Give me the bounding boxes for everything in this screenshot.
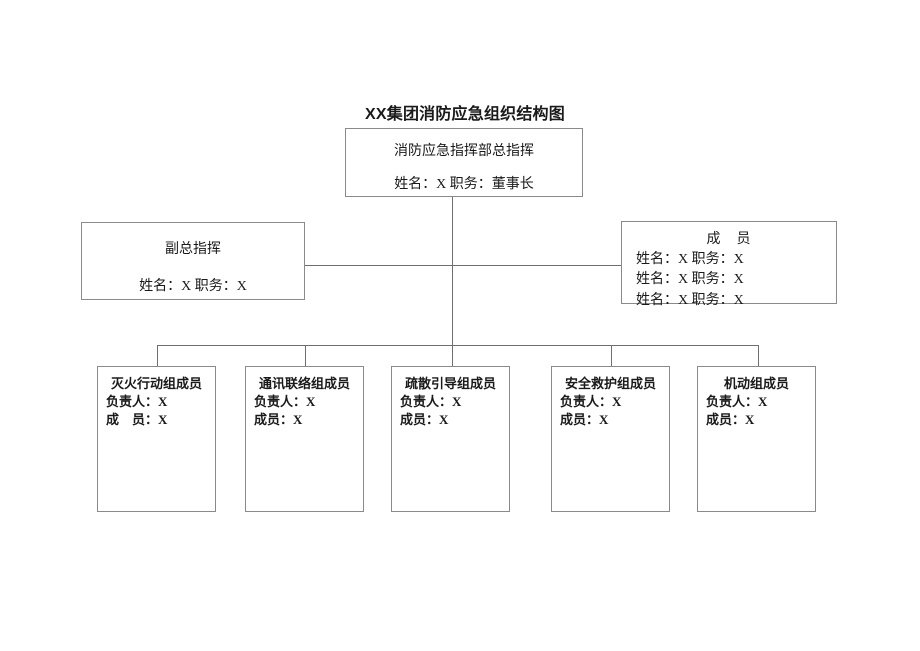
node-team-member: 成员：X [400,411,449,427]
node-team-member: 成员：X [560,411,609,427]
node-team-leader: 负责人：X [560,394,622,409]
node-team-member: 成员：X [706,411,755,427]
node-team-firefighting[interactable]: 灭火行动组成员 负责人：X 成 员：X [97,366,216,512]
node-team-title: 疏散引导组成员 [404,376,496,391]
node-team-leader: 负责人：X [706,394,768,409]
node-commander[interactable]: 消防应急指挥部总指挥 姓名：X 职务：董事长 [345,128,583,197]
page-title: XX集团消防应急组织结构图 [365,106,565,123]
node-team-title: 机动组成员 [723,376,789,391]
node-deputy-detail: 姓名：X 职务：X [139,279,247,294]
node-team-communication[interactable]: 通讯联络组成员 负责人：X 成员：X [245,366,364,512]
connector-deputy-members-horizontal [305,265,621,266]
node-team-title: 通讯联络组成员 [258,376,350,391]
node-team-safety-rescue[interactable]: 安全救护组成员 负责人：X 成员：X [551,366,670,512]
connector-drop-team-4 [611,345,612,366]
node-team-member: 成员：X [254,411,303,427]
node-team-title: 灭火行动组成员 [110,376,202,391]
node-team-member: 成 员：X [106,411,168,427]
node-members-row: 姓名：X 职务：X [636,252,744,267]
node-members-row: 姓名：X 职务：X [636,292,744,308]
node-commander-detail: 姓名：X 职务：董事长 [394,177,534,192]
connector-drop-team-1 [157,345,158,366]
node-commander-title: 消防应急指挥部总指挥 [394,144,534,159]
node-team-leader: 负责人：X [400,394,462,409]
node-deputy-title: 副总指挥 [165,242,221,257]
connector-drop-team-5 [758,345,759,366]
node-team-title: 安全救护组成员 [564,376,656,391]
node-team-leader: 负责人：X [106,394,168,409]
node-members-row: 姓名：X 职务：X [636,272,744,288]
node-team-leader: 负责人：X [254,394,316,409]
connector-trunk-vertical [452,197,453,345]
node-deputy-commander[interactable]: 副总指挥 姓名：X 职务：X [81,222,305,300]
node-members[interactable]: 成 员 姓名：X 职务：X 姓名：X 职务：X 姓名：X 职务：X [621,221,837,308]
node-team-mobile[interactable]: 机动组成员 负责人：X 成员：X [697,366,816,512]
connector-drop-team-2 [305,345,306,366]
node-members-title: 成 员 [706,232,752,247]
connector-team-distribution-bar [157,345,759,346]
node-team-evacuation[interactable]: 疏散引导组成员 负责人：X 成员：X [391,366,510,512]
connector-drop-team-3 [452,345,453,366]
